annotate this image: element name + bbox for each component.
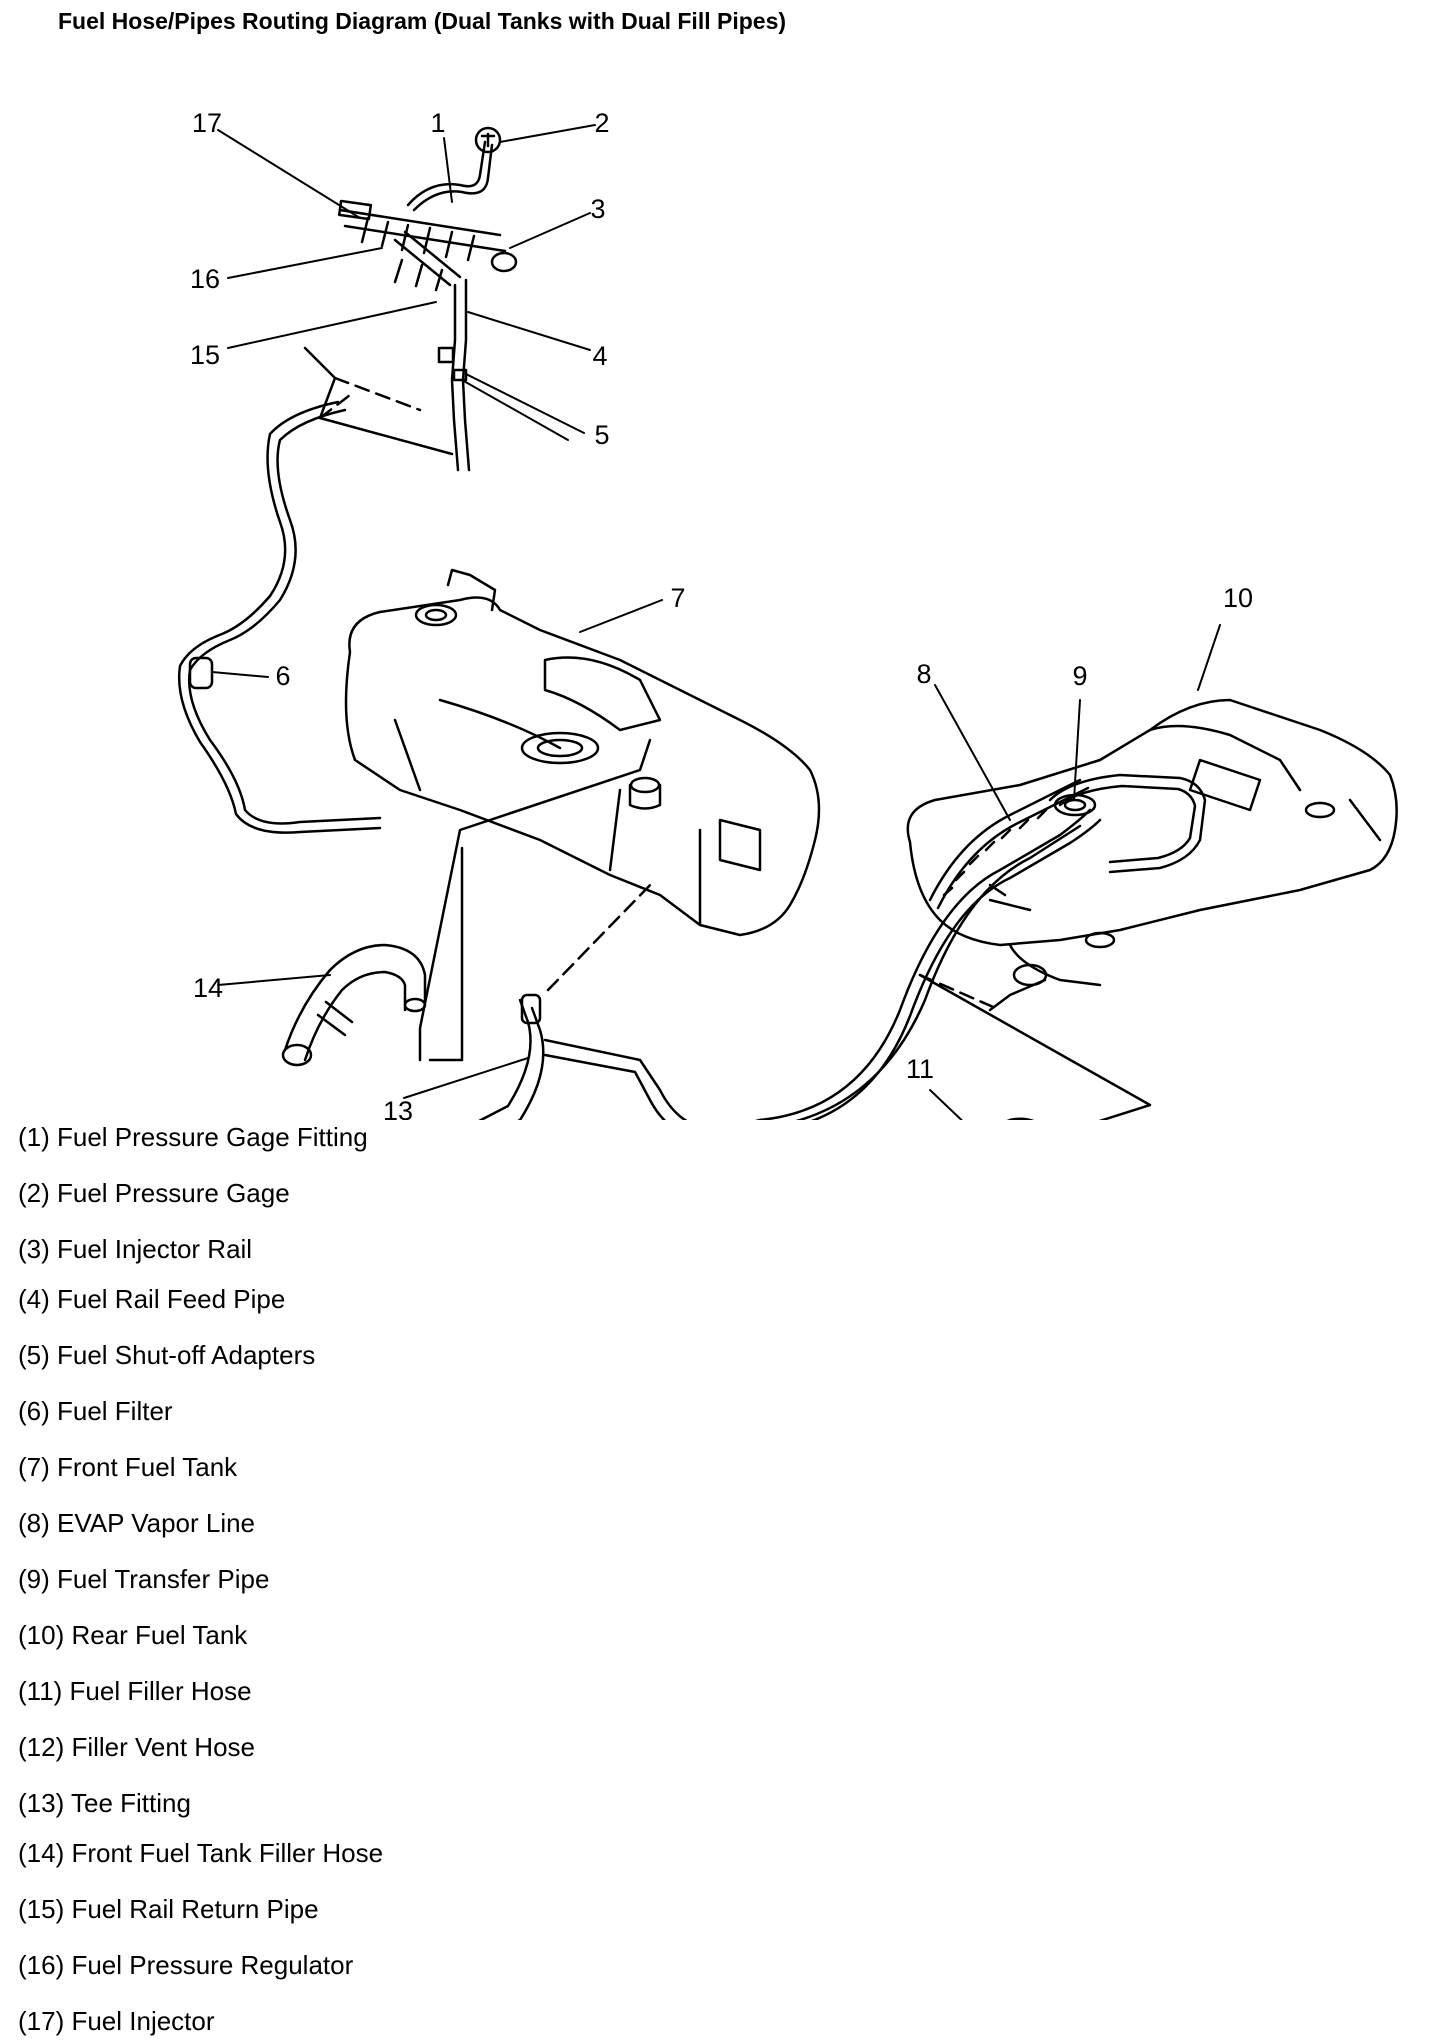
callout-17: 17 [192,108,222,138]
callout-5: 5 [594,420,609,450]
connection-zigzag [303,346,454,456]
front-fuel-tank [344,568,821,937]
rear-fuel-tank [906,698,1398,987]
legend-item-2: (2) Fuel Pressure Gage [18,1178,290,1208]
legend-item-6: (6) Fuel Filter [18,1396,173,1426]
legend-item-9: (9) Fuel Transfer Pipe [18,1564,270,1594]
callout-15: 15 [190,340,220,370]
legend-item-3: (3) Fuel Injector Rail [18,1234,253,1264]
callout-10: 10 [1223,583,1253,613]
callout-2: 2 [594,108,609,138]
legend-item-12: (12) Filler Vent Hose [18,1732,255,1762]
callout-8: 8 [916,659,931,689]
callout-4: 4 [592,341,607,371]
legend-item-13: (13) Tee Fitting [18,1788,191,1818]
front-filler-connection [418,738,657,1062]
callout-7: 7 [670,583,685,613]
callout-16: 16 [190,264,220,294]
legend-item-15: (15) Fuel Rail Return Pipe [18,1894,319,1924]
legend-item-16: (16) Fuel Pressure Regulator [18,1950,354,1980]
fuel-lines-left [177,400,382,834]
legend-item-10: (10) Rear Fuel Tank [18,1620,248,1650]
legend-item-4: (4) Fuel Rail Feed Pipe [18,1284,286,1314]
callout-3: 3 [590,194,605,224]
evap-vapor-line [928,778,1090,910]
legend-item-5: (5) Fuel Shut-off Adapters [18,1340,316,1370]
tee-fitting-and-lines [478,808,1102,1120]
callout-14: 14 [193,973,223,1003]
callout-6: 6 [275,661,290,691]
callout-13: 13 [383,1096,413,1120]
callout-11: 11 [906,1054,934,1084]
callout-9: 9 [1072,661,1087,691]
fuel-injector-rail-assembly [337,126,518,472]
legend-item-11: (11) Fuel Filler Hose [18,1676,252,1706]
rear-filler-assembly [918,973,1152,1120]
legend-item-1: (1) Fuel Pressure Gage Fitting [18,1122,368,1152]
fuel-routing-diagram: 1 2 3 4 5 6 7 8 9 10 11 12 13 14 15 16 1… [177,108,1398,1120]
legend-item-14: (14) Front Fuel Tank Filler Hose [18,1838,384,1868]
callout-1: 1 [430,108,445,138]
legend-item-8: (8) EVAP Vapor Line [18,1508,256,1538]
front-fuel-tank-filler-hose [281,943,427,1067]
diagram-title: Fuel Hose/Pipes Routing Diagram (Dual Ta… [58,8,787,34]
legend-item-7: (7) Front Fuel Tank [18,1452,238,1482]
leader-lines [211,124,1221,1120]
legend-item-17: (17) Fuel Injector [18,2006,215,2036]
